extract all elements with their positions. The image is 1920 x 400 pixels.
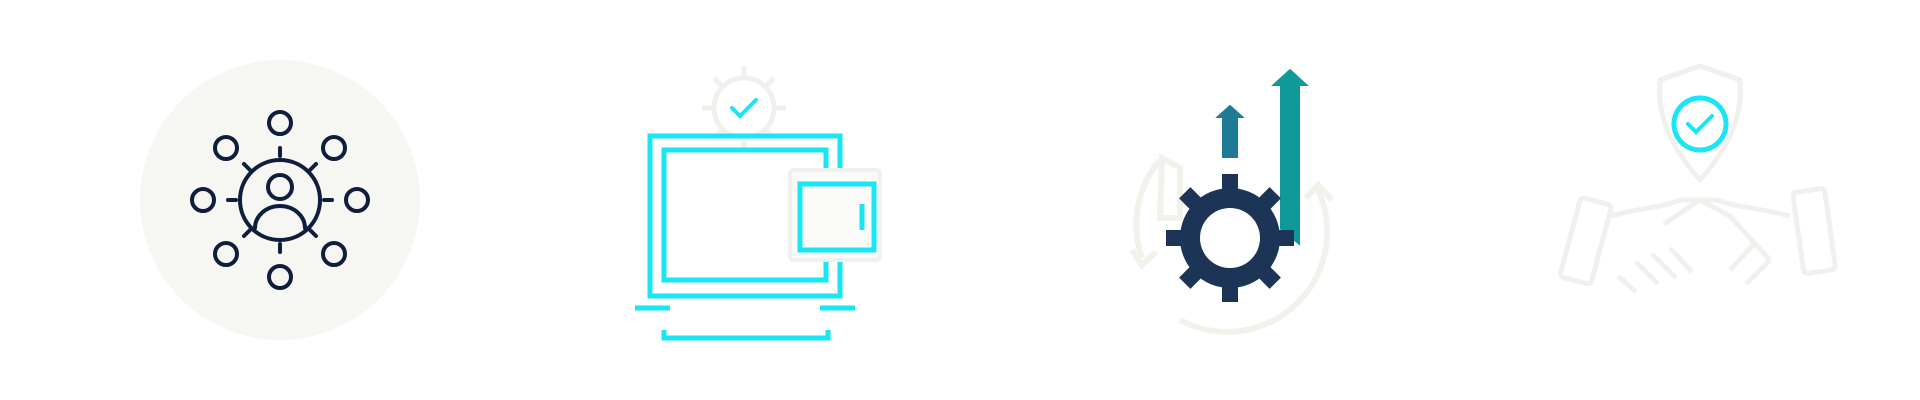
user-network-icon [120, 40, 440, 360]
laptop-settings-icon [590, 40, 910, 360]
gear-growth-icon [1070, 40, 1390, 360]
handshake-shield-icon [1540, 40, 1860, 360]
